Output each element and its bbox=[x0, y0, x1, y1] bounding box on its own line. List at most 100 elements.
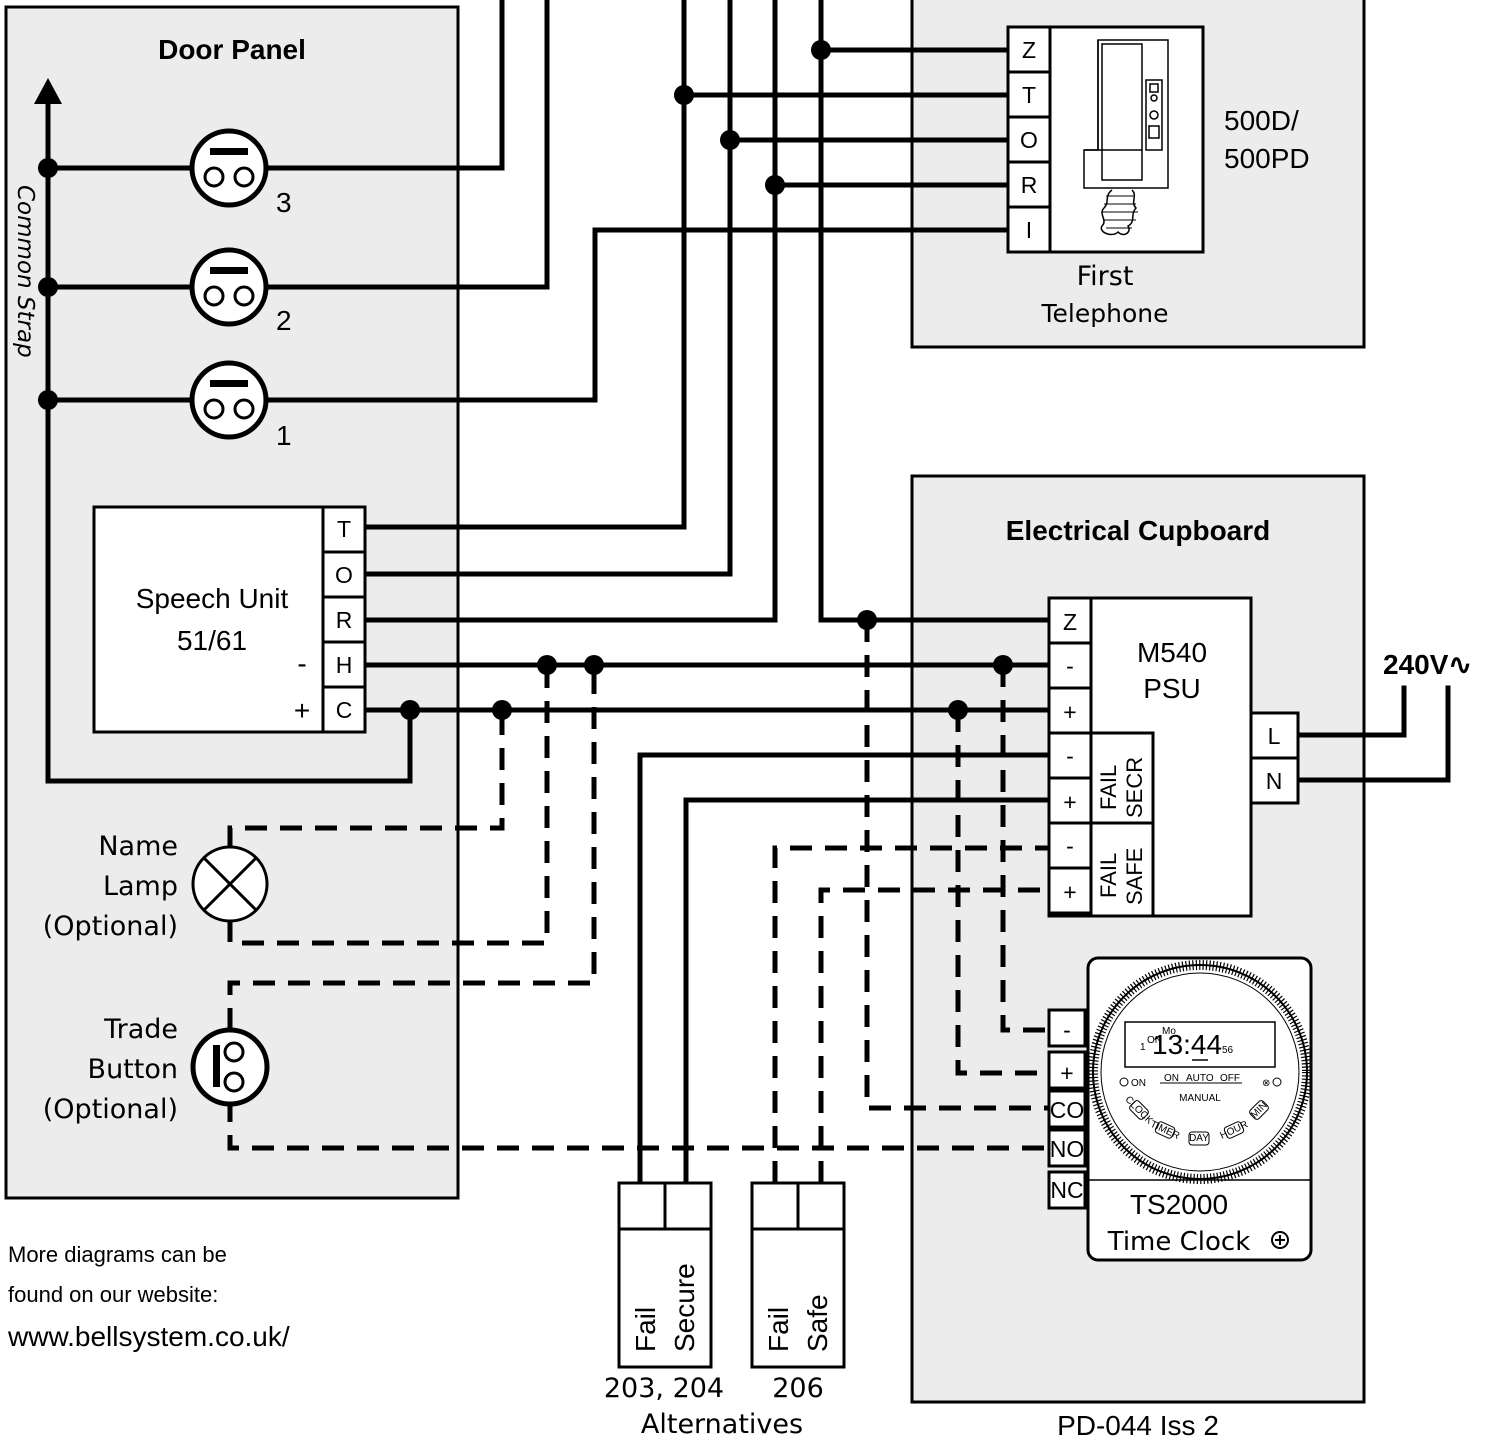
svg-text:O: O bbox=[335, 562, 353, 588]
fail-secure-lock: Fail Secure bbox=[617, 1181, 713, 1369]
time-clock-model: TS2000 bbox=[1130, 1189, 1228, 1220]
m540-psu: M540 PSU Z - + - + - + FAIL SECR FAIL SA… bbox=[1047, 596, 1300, 918]
alternatives-label: Alternatives bbox=[641, 1409, 803, 1440]
svg-text:H: H bbox=[336, 652, 353, 678]
svg-text:N: N bbox=[1266, 768, 1283, 794]
svg-text:C: C bbox=[336, 697, 353, 723]
fail-safe-block bbox=[1089, 821, 1155, 918]
trade-button-icon bbox=[190, 1027, 270, 1107]
fail-safe-models: 206 bbox=[772, 1373, 824, 1404]
svg-text:DAY: DAY bbox=[1189, 1133, 1209, 1144]
svg-text:R: R bbox=[1021, 172, 1038, 198]
svg-text:+: + bbox=[1063, 879, 1076, 905]
cupboard-title: Electrical Cupboard bbox=[1006, 515, 1271, 546]
svg-text:OFF: OFF bbox=[1220, 1073, 1240, 1084]
common-strap-wire bbox=[45, 97, 413, 784]
svg-text:13:44: 13:44 bbox=[1152, 1029, 1222, 1060]
plus-circle-icon bbox=[1271, 1231, 1289, 1249]
telephone-caption-2: Telephone bbox=[1041, 299, 1169, 328]
svg-text:I: I bbox=[1026, 217, 1032, 243]
telephone-terminals: Z T O R I bbox=[1006, 25, 1052, 254]
strap-arrow-icon bbox=[34, 78, 62, 104]
speech-unit-name: Speech Unit bbox=[136, 583, 289, 614]
svg-text:(Optional): (Optional) bbox=[43, 1094, 178, 1125]
bell-push-icon bbox=[189, 360, 269, 440]
svg-text:T: T bbox=[1022, 82, 1036, 108]
telephone-handset-icon bbox=[1083, 39, 1169, 236]
time-clock-dial-icon bbox=[1088, 960, 1312, 1184]
time-clock-terminals: - + CO NO NC bbox=[1047, 1008, 1087, 1210]
svg-text:1: 1 bbox=[1140, 1042, 1146, 1053]
svg-text:Fail: Fail bbox=[763, 1307, 794, 1352]
minus-label: - bbox=[297, 648, 306, 679]
svg-text:Lamp: Lamp bbox=[103, 871, 178, 902]
svg-text:T: T bbox=[337, 516, 351, 542]
ts2000-time-clock: Mo 1 ON 13:44 56 ON AUTO OFF MANUAL ON ⊗… bbox=[1047, 956, 1313, 1262]
bell-push-3[interactable]: 3 bbox=[189, 128, 292, 218]
footer-note-1: More diagrams can be bbox=[8, 1242, 227, 1267]
name-lamp: Name Lamp (Optional) bbox=[43, 831, 269, 942]
fail-safe-lock: Fail Safe bbox=[750, 1181, 846, 1369]
svg-text:(Optional): (Optional) bbox=[43, 911, 178, 942]
svg-text:-: - bbox=[1066, 653, 1074, 679]
door-panel-title: Door Panel bbox=[158, 34, 306, 65]
trade-button[interactable]: Trade Button (Optional) bbox=[43, 1014, 270, 1125]
speech-unit: Speech Unit 51/61 - + T O R H C bbox=[92, 505, 367, 734]
svg-text:Button: Button bbox=[88, 1054, 178, 1085]
svg-text:+: + bbox=[1063, 789, 1076, 815]
svg-text:Mo: Mo bbox=[1162, 1026, 1176, 1037]
svg-text:Secure: Secure bbox=[669, 1263, 700, 1352]
svg-text:SAFE: SAFE bbox=[1122, 848, 1147, 905]
bell-push-icon bbox=[189, 247, 269, 327]
svg-text:Z: Z bbox=[1022, 37, 1036, 63]
solid-wires bbox=[45, 0, 1451, 1186]
svg-text:-: - bbox=[1063, 1017, 1071, 1043]
svg-text:⊗: ⊗ bbox=[1262, 1078, 1270, 1089]
mains-terminals: L N bbox=[1249, 711, 1300, 805]
svg-text:ON: ON bbox=[1164, 1073, 1179, 1084]
svg-text:+: + bbox=[1060, 1060, 1073, 1086]
svg-text:FAIL: FAIL bbox=[1096, 765, 1121, 810]
common-strap-label: Common Strap bbox=[12, 185, 38, 358]
speech-unit-model: 51/61 bbox=[177, 625, 247, 656]
telephone-caption-1: First bbox=[1077, 261, 1134, 292]
svg-text:FAIL: FAIL bbox=[1096, 853, 1121, 898]
speech-unit-terminals: T O R H C bbox=[321, 505, 367, 734]
svg-text:O: O bbox=[1020, 127, 1038, 153]
dashed-wires bbox=[227, 620, 1049, 1183]
wire-button1-to-I bbox=[263, 227, 1011, 403]
svg-text:R: R bbox=[336, 607, 353, 633]
psu-name-2: PSU bbox=[1143, 673, 1201, 704]
fail-secure-models: 203, 204 bbox=[604, 1373, 724, 1404]
website-link[interactable]: www.bellsystem.co.uk/ bbox=[7, 1321, 290, 1352]
bell-push-1[interactable]: 1 bbox=[189, 360, 292, 451]
fail-secr-block bbox=[1089, 731, 1155, 825]
svg-text:+: + bbox=[1063, 699, 1076, 725]
svg-text:CO: CO bbox=[1050, 1097, 1085, 1123]
psu-name-1: M540 bbox=[1137, 637, 1207, 668]
svg-text:AUTO: AUTO bbox=[1186, 1073, 1214, 1084]
bell-push-2[interactable]: 2 bbox=[189, 247, 292, 336]
svg-text:ON: ON bbox=[1147, 1035, 1162, 1046]
svg-text:56: 56 bbox=[1222, 1045, 1234, 1056]
button-number: 2 bbox=[276, 305, 292, 336]
svg-text:L: L bbox=[1268, 723, 1281, 749]
junction-dots bbox=[38, 40, 1013, 720]
svg-text:Fail: Fail bbox=[630, 1307, 661, 1352]
telephone-model-2: 500PD bbox=[1224, 143, 1310, 174]
svg-text:SECR: SECR bbox=[1122, 757, 1147, 818]
psu-terminals: Z - + - + - + bbox=[1047, 596, 1093, 915]
button-number: 1 bbox=[276, 420, 292, 451]
time-clock-caption: Time Clock bbox=[1107, 1227, 1251, 1257]
svg-text:Safe: Safe bbox=[802, 1294, 833, 1352]
svg-text:NC: NC bbox=[1050, 1177, 1083, 1203]
svg-text:ON: ON bbox=[1131, 1078, 1146, 1089]
svg-text:NO: NO bbox=[1050, 1136, 1085, 1162]
svg-text:MANUAL: MANUAL bbox=[1179, 1093, 1221, 1104]
first-telephone: Z T O R I 500D/ 500PD First Telephone bbox=[1006, 25, 1310, 328]
doc-ref: PD-044 Iss 2 bbox=[1057, 1410, 1219, 1441]
svg-text:Trade: Trade bbox=[103, 1014, 178, 1045]
telephone-model-1: 500D/ bbox=[1224, 105, 1299, 136]
plus-label: + bbox=[294, 695, 310, 726]
